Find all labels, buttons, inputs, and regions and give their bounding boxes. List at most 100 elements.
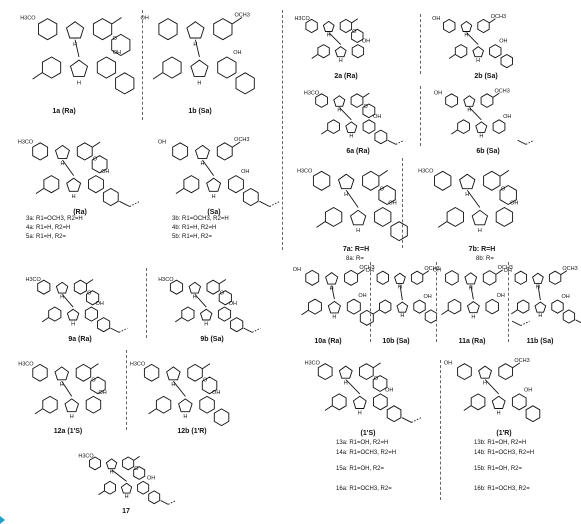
methyl-bond bbox=[422, 270, 430, 275]
substituent-note-3b: 3b: R1=OCH3, R2=H bbox=[172, 216, 229, 222]
och3-label: OCH3 bbox=[424, 266, 439, 272]
methyl-bond bbox=[41, 317, 49, 323]
nh-label: H bbox=[479, 134, 483, 140]
nh-label: H bbox=[70, 414, 74, 420]
nh-label: H bbox=[337, 108, 341, 114]
nh-label: H bbox=[332, 315, 336, 321]
atom-label: OH bbox=[504, 268, 512, 274]
methyl-bond bbox=[232, 141, 241, 148]
methyl-bond bbox=[232, 17, 243, 25]
ring-c1 bbox=[350, 93, 364, 108]
atom-label: H3CO bbox=[18, 140, 34, 146]
dashed-divider bbox=[282, 10, 283, 250]
ring-pyran2 bbox=[115, 72, 135, 95]
ring-a1 bbox=[315, 93, 328, 108]
o-label: O bbox=[87, 291, 92, 297]
nh-label: H bbox=[193, 294, 197, 300]
biaryl-bond bbox=[328, 32, 342, 45]
oh-label: OH bbox=[503, 114, 511, 120]
substituent-note-8a: 8a: R= bbox=[346, 256, 364, 262]
substituent-note-4b: 4b: R1=H, R2=H bbox=[172, 225, 217, 231]
ring-b2 bbox=[471, 209, 489, 226]
oh-label: OH bbox=[233, 50, 241, 56]
och3-label: OCH3 bbox=[359, 265, 374, 271]
methyl-bond bbox=[438, 221, 448, 228]
ring-a1 bbox=[89, 456, 101, 471]
biaryl-bond bbox=[345, 379, 361, 395]
ring-b2 bbox=[199, 308, 213, 321]
oh-label: OH bbox=[385, 388, 393, 394]
ring-c1 bbox=[480, 93, 494, 108]
compound-label-9a: 9a (Ra) bbox=[68, 336, 92, 343]
substituent-note-3a: 3a: R1=OCH3, R2=H bbox=[26, 216, 83, 222]
compound-label-17: 17 bbox=[122, 508, 130, 515]
prenyl-bond bbox=[251, 327, 261, 333]
oh-label: OH bbox=[561, 294, 569, 300]
oh-label: OH bbox=[362, 39, 370, 45]
ring-b1 bbox=[322, 20, 335, 32]
prenyl-bond bbox=[395, 139, 405, 145]
substituent-note-13b: 13b: R1=OH, R2=H bbox=[474, 440, 527, 446]
atom-label: H3CO bbox=[418, 168, 434, 174]
biaryl-bond bbox=[345, 190, 359, 208]
ring-c1 bbox=[359, 363, 374, 381]
ring-a2 bbox=[327, 119, 340, 135]
methyl-bond bbox=[301, 310, 309, 316]
ring-b1 bbox=[65, 21, 85, 39]
ring-a2 bbox=[181, 306, 195, 322]
ring-c1 bbox=[498, 363, 513, 381]
methyl-bond bbox=[451, 129, 458, 135]
ring-c2 bbox=[511, 393, 527, 411]
ring-b1 bbox=[325, 272, 339, 285]
ring-b2 bbox=[491, 395, 506, 409]
ring-c1 bbox=[122, 456, 135, 471]
nh-label: H bbox=[344, 192, 348, 198]
methyl-bond bbox=[148, 408, 157, 415]
ring-c1 bbox=[75, 363, 92, 382]
ring-pyran2 bbox=[390, 221, 408, 242]
ring-b1 bbox=[394, 272, 406, 284]
methyl-bond bbox=[357, 269, 365, 275]
ring-c2 bbox=[492, 119, 506, 135]
ring-a2 bbox=[155, 395, 172, 414]
oh-label: OH bbox=[212, 390, 220, 396]
ring-pyran2 bbox=[525, 405, 541, 423]
ring-c2 bbox=[346, 298, 361, 315]
o-label: O bbox=[220, 291, 225, 297]
compound-label-7b: 7b: R=H bbox=[468, 246, 496, 253]
ring-c1 bbox=[92, 18, 113, 41]
ring-pyran2 bbox=[424, 309, 438, 324]
ring-b1 bbox=[54, 144, 70, 160]
oh-label: OH bbox=[147, 475, 155, 481]
ring-b1 bbox=[166, 366, 181, 381]
compound-label-10a: 10a (Ra) bbox=[314, 338, 342, 345]
substituent-note-14a: 14a: R1=OCH3, R2=H bbox=[336, 450, 397, 456]
ring-b2 bbox=[178, 398, 193, 413]
nh-label: H bbox=[71, 321, 75, 327]
prenyl-bond bbox=[110, 327, 120, 333]
ring-a2 bbox=[48, 306, 62, 322]
ring-c1 bbox=[483, 170, 501, 191]
ring-pyran2 bbox=[148, 490, 161, 505]
biaryl-bond bbox=[62, 159, 75, 176]
methyl-bond bbox=[492, 92, 500, 98]
ring-c2 bbox=[489, 44, 502, 59]
prenyl-bond bbox=[119, 200, 130, 207]
methyl-bond bbox=[500, 170, 510, 177]
ring-pyran1 bbox=[218, 290, 232, 306]
ring-c2 bbox=[413, 299, 426, 314]
oh-label: OH bbox=[358, 293, 366, 299]
substituent-note-14b: 14b: R1=OCH3, R2=H bbox=[474, 450, 535, 456]
ring-a2 bbox=[162, 56, 182, 79]
